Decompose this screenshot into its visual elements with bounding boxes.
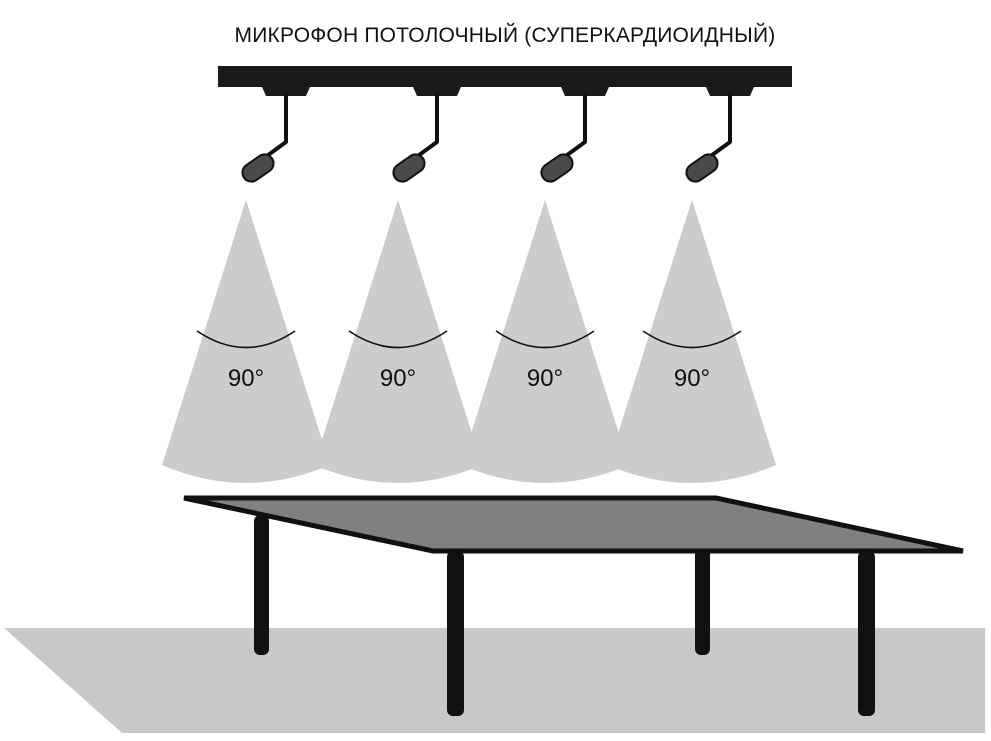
tabletop <box>183 495 964 554</box>
angle-arc <box>196 330 296 349</box>
pickup-cone <box>461 200 629 483</box>
angle-label: 90° <box>380 365 416 392</box>
mic-mount <box>561 87 609 96</box>
mic-mount <box>413 87 461 96</box>
table-leg-front-right <box>858 551 875 716</box>
pickup-cone <box>314 200 482 483</box>
table-leg-front-left <box>447 551 464 716</box>
angle-arc <box>642 330 742 349</box>
table-leg-back-left <box>254 515 269 655</box>
mic-mount <box>706 87 754 96</box>
ceiling-rail <box>218 66 792 87</box>
mic-stem <box>706 92 732 160</box>
microphone-capsule <box>241 153 275 183</box>
angle-arc <box>495 330 595 349</box>
angle-label: 90° <box>674 365 710 392</box>
microphone-capsule <box>685 153 719 183</box>
angle-label: 90° <box>527 365 563 392</box>
table-leg-back-right <box>695 545 710 655</box>
floor <box>4 628 985 733</box>
pickup-cone <box>162 200 330 483</box>
mic-stem <box>413 92 439 160</box>
mic-mount <box>262 87 310 96</box>
microphone-capsule <box>540 153 574 183</box>
diagram-title: МИКРОФОН ПОТОЛОЧНЫЙ (СУПЕРКАРДИОИДНЫЙ) <box>234 24 776 47</box>
pickup-cone <box>608 200 776 483</box>
mic-stem <box>262 92 288 160</box>
microphone-capsule <box>392 153 426 183</box>
angle-arc <box>348 330 448 349</box>
mic-stem <box>561 92 587 160</box>
angle-label: 90° <box>228 365 264 392</box>
pickup-cones: 90° 90° 90° 90° <box>162 200 776 483</box>
microphone-group <box>241 87 754 183</box>
table <box>183 495 964 716</box>
